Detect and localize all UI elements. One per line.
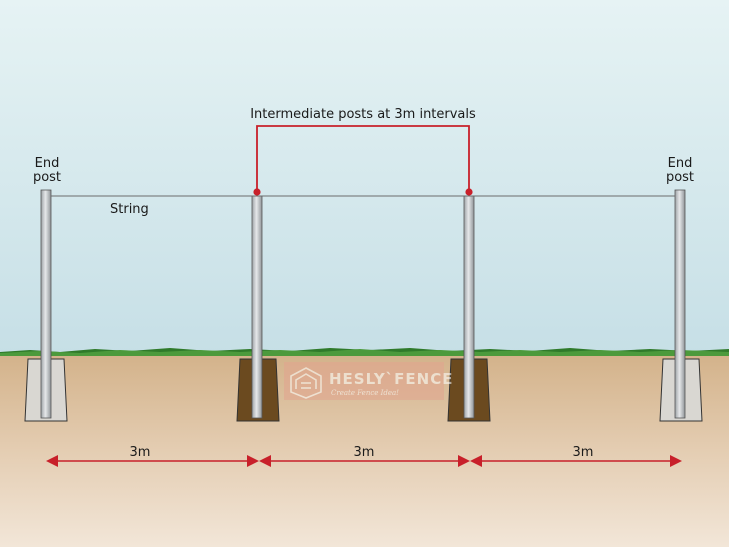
arrowhead-right-icon — [670, 455, 682, 467]
dimension-arrow-3 — [470, 455, 682, 467]
intermediate-posts-label: Intermediate posts at 3m intervals — [250, 107, 476, 122]
intermediate-post-2 — [463, 195, 475, 419]
spacing-label-1: 3m — [130, 445, 151, 460]
bracket-dot-right — [465, 188, 473, 196]
dimension-arrow-1 — [46, 455, 259, 467]
spacing-label-3: 3m — [573, 445, 594, 460]
intermediate-post-1 — [251, 195, 263, 419]
grass-highlight — [0, 349, 729, 356]
intermediate-bracket — [256, 125, 470, 192]
arrowhead-left-icon — [470, 455, 482, 467]
end-post-left-label-line2: post — [33, 170, 61, 185]
end-post-left — [40, 189, 52, 419]
sky — [0, 0, 729, 356]
dimension-arrow-2 — [259, 455, 470, 467]
house-logo-icon — [290, 367, 322, 399]
watermark-brand: HESLY`FENCE — [329, 370, 454, 388]
arrowhead-left-icon — [46, 455, 58, 467]
watermark-box — [284, 362, 444, 400]
arrowhead-right-icon — [247, 455, 259, 467]
watermark-tagline: Create Fence Idea! — [331, 389, 399, 397]
bracket-dot-left — [253, 188, 261, 196]
watermark: HESLY`FENCE Create Fence Idea! — [284, 362, 454, 400]
arrowhead-right-icon — [458, 455, 470, 467]
arrowhead-left-icon — [259, 455, 271, 467]
end-post-right — [674, 189, 686, 419]
end-post-right-label-line2: post — [666, 170, 694, 185]
spacing-label-2: 3m — [354, 445, 375, 460]
end-post-right-label-line1: End — [668, 156, 693, 171]
end-post-left-label-line1: End — [35, 156, 60, 171]
string-label: String — [110, 202, 149, 217]
